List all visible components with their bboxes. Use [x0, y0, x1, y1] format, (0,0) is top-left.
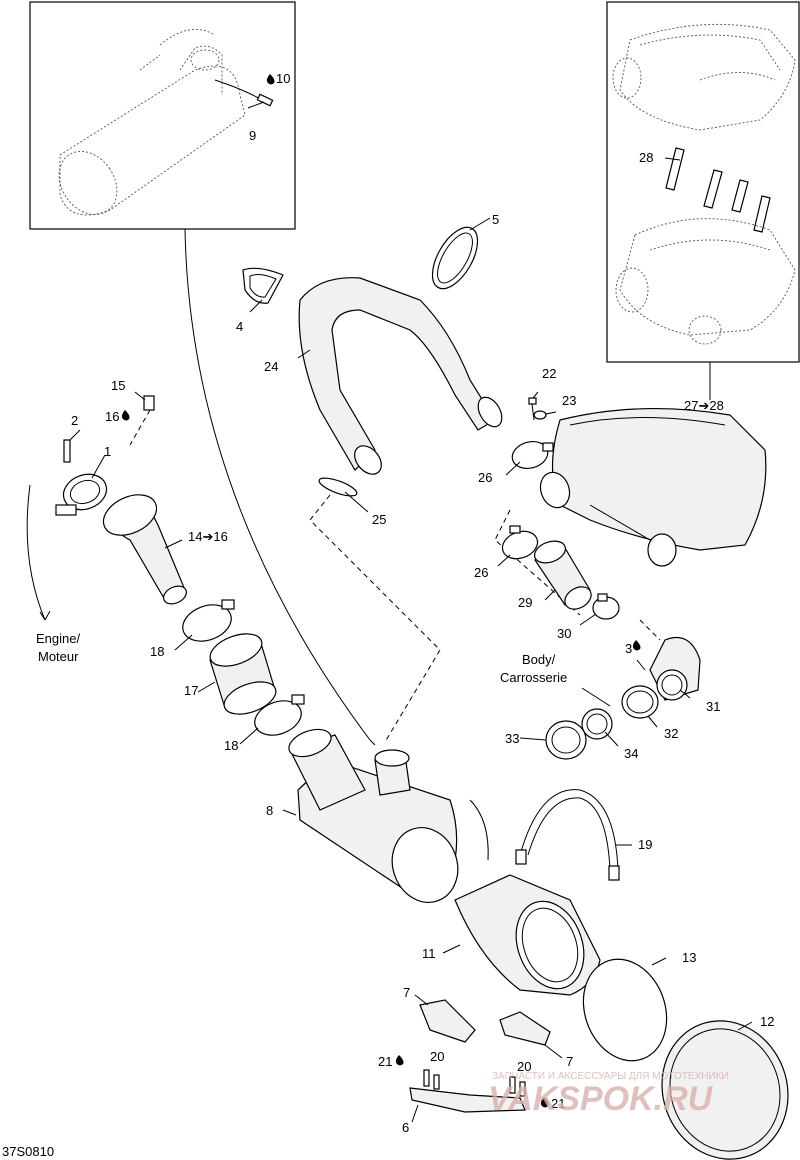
engine-note-line1: Engine/: [36, 631, 80, 646]
part-gasket-13: [582, 958, 668, 1062]
label-26-upper: 26: [478, 470, 492, 485]
inset-muffler-drawing: [58, 28, 274, 216]
label-30: 30: [557, 626, 571, 641]
label-34: 34: [624, 746, 638, 761]
label-19: 19: [638, 837, 652, 852]
body-note-line2: Carrosserie: [500, 670, 567, 685]
part-gasket-5: [431, 226, 479, 290]
part-clamp-1: [55, 473, 108, 516]
label-21-left: 21: [378, 1054, 392, 1069]
label-5: 5: [492, 212, 499, 227]
label-26-lower: 26: [474, 565, 488, 580]
label-27-28: 27➔28: [684, 398, 724, 413]
engine-note-line2: Moteur: [38, 649, 79, 664]
part-clamp-30: [592, 593, 620, 620]
resonator-tubes: [665, 147, 771, 233]
label-7-left: 7: [403, 985, 410, 1000]
part-gasket-34: [581, 708, 613, 740]
part-resonator-27: [539, 407, 767, 567]
part-clamp-18-lower: [254, 694, 305, 736]
part-hose-29: [533, 540, 592, 610]
part-gasket-25: [318, 477, 358, 497]
part-outlet-elbow-31: [649, 636, 701, 701]
label-24: 24: [264, 359, 278, 374]
label-3: 3: [625, 641, 632, 656]
inset-muffler-detail: [29, 1, 296, 230]
label-22: 22: [542, 366, 556, 381]
label-20-right: 20: [517, 1059, 531, 1074]
part-bracket-7-left: [419, 999, 476, 1043]
label-18-lower: 18: [224, 738, 238, 753]
label-18-upper: 18: [150, 644, 164, 659]
label-4: 4: [236, 319, 243, 334]
label-15: 15: [111, 378, 125, 393]
lubricant-drop-icon: [632, 640, 641, 651]
label-21-right: 21: [551, 1096, 565, 1111]
label-11: 11: [422, 946, 436, 961]
part-pin-2: [63, 439, 71, 463]
label-8: 8: [266, 803, 273, 818]
watermark-line1: ЗАПЧАСТИ И АКСЕССУАРЫ ДЛЯ МОТОТЕХНИКИ: [492, 1071, 729, 1082]
label-16: 16: [105, 409, 119, 424]
label-10: 10: [276, 71, 290, 86]
part-strap-19: [515, 789, 620, 881]
label-25: 25: [372, 512, 386, 527]
part-screw-22: [528, 397, 537, 421]
label-7-right: 7: [566, 1054, 573, 1069]
body-note-line1: Body/: [522, 652, 556, 667]
label-9: 9: [249, 128, 256, 143]
part-bracket-7-right: [499, 1011, 551, 1046]
label-28: 28: [639, 150, 653, 165]
label-33: 33: [505, 731, 519, 746]
resonator-lower-drawing: [615, 218, 796, 345]
callout-leaders: [69, 101, 753, 1123]
part-gasket-4: [242, 267, 284, 304]
part-clamp-26-upper: [511, 441, 554, 469]
part-support-6: [409, 1069, 526, 1113]
label-1: 1: [104, 444, 111, 459]
label-32: 32: [664, 726, 678, 741]
label-2: 2: [71, 413, 78, 428]
lubricant-drop-icon: [540, 1097, 549, 1108]
part-muffler-8: [288, 728, 459, 903]
part-end-cap-12: [661, 1020, 789, 1160]
label-29: 29: [518, 595, 532, 610]
watermark-line2: VAKSPOK.RU: [488, 1080, 714, 1118]
label-6: 6: [402, 1120, 409, 1135]
lubricant-drop-icon: [266, 74, 275, 85]
label-14-16: 14➔16: [188, 529, 228, 544]
connector-lines: [26, 228, 711, 861]
part-sensor-15: [143, 395, 155, 411]
part-sleeve-17: [209, 633, 277, 715]
part-gasket-32: [621, 685, 659, 719]
figure-code: 37S0810: [2, 1144, 54, 1159]
part-exhaust-manifold-14: [102, 494, 187, 605]
part-heat-shield-11: [454, 874, 601, 996]
label-17: 17: [184, 683, 198, 698]
label-23: 23: [562, 393, 576, 408]
label-20-left: 20: [430, 1049, 444, 1064]
part-exhaust-pipe-24: [298, 277, 503, 475]
part-washer-23: [533, 410, 547, 420]
lubricant-drop-icon: [121, 410, 130, 421]
part-clamp-18-upper: [182, 599, 235, 642]
label-13: 13: [682, 950, 696, 965]
resonator-upper-drawing: [612, 23, 796, 131]
lubricant-drop-icon: [395, 1055, 404, 1066]
label-31: 31: [706, 699, 720, 714]
part-flange-33: [545, 720, 587, 760]
label-12: 12: [760, 1014, 774, 1029]
part-clamp-26-lower: [501, 525, 539, 560]
inset-resonator-detail: [606, 1, 800, 363]
